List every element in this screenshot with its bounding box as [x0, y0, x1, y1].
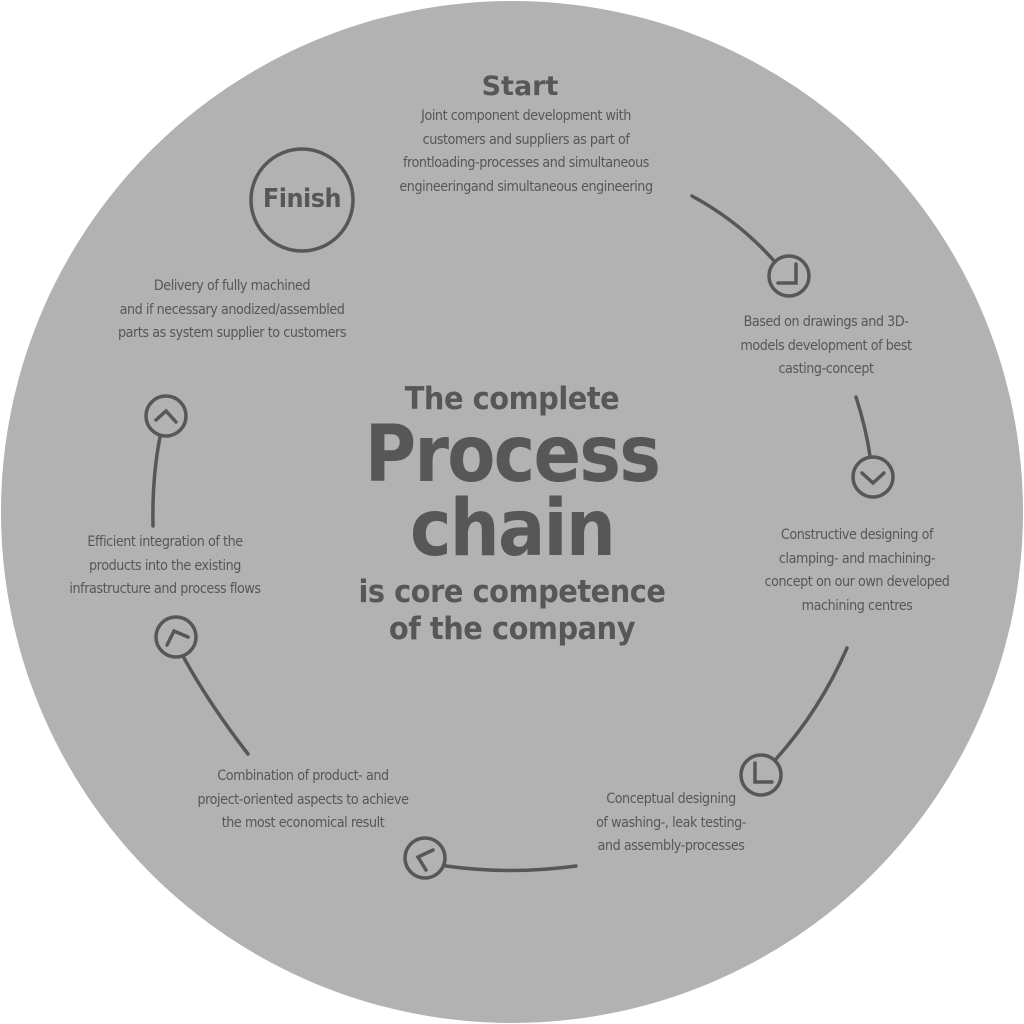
chevron-down-icon	[851, 455, 895, 499]
step-5-description: Efficient integration of the products in…	[29, 531, 302, 602]
chevron-up-icon	[144, 394, 188, 438]
step-2-line-1: Constructive designing of	[780, 527, 934, 543]
center-title-line-4: is core competence	[358, 574, 666, 610]
step-5-line-2: products into the existing	[89, 557, 241, 574]
start-title: Start	[481, 71, 559, 102]
step-4-line-1: Combination of product- and	[217, 768, 389, 784]
center-title: The complete Process chain is core compe…	[312, 378, 712, 648]
finish-label: Finish	[262, 184, 342, 214]
step-1-line-1: Based on drawings and 3D-	[743, 314, 909, 330]
step-5-line-1: Efficient integration of the	[87, 534, 243, 550]
chevron-left-icon	[403, 836, 447, 880]
step-3-line-2: of washing-, leak testing-	[596, 814, 746, 831]
connector-step5-to-step6	[151, 435, 162, 528]
start-line-3: frontloading-processes and simultaneous	[402, 155, 650, 171]
step-3-description: Conceptual designing of washing-, leak t…	[552, 788, 790, 859]
start-description: Joint component development with custome…	[368, 105, 685, 199]
step-2-description: Constructive designing of clamping- and …	[729, 524, 984, 618]
connector-start-to-step1	[690, 194, 777, 264]
center-title-line-3: chain	[409, 484, 616, 574]
step-2-line-3: concept on our own developed	[764, 574, 950, 590]
step-4-line-3: the most economical result	[221, 815, 385, 831]
connector-step4-to-step5	[182, 656, 250, 756]
step-6-line-2: and if necessary anodized/assembled	[119, 301, 345, 318]
center-title-line-2: Process	[364, 410, 661, 500]
step-6-description: Delivery of fully machined and if necess…	[91, 275, 373, 346]
connector-step3-to-step4	[444, 864, 578, 873]
step-3-line-1: Conceptual designing	[606, 791, 736, 807]
connector-step1-to-step2	[854, 395, 872, 458]
clock-hand-l-icon	[739, 753, 783, 797]
step-5-line-3: infrastructure and process flows	[69, 581, 261, 597]
step-2-line-2: clamping- and machining-	[778, 550, 936, 567]
step-3-line-3: and assembly-processes	[597, 838, 745, 854]
center-title-line-1: The complete	[404, 381, 620, 417]
clock-hand-down-left-icon	[767, 254, 811, 298]
start-line-1: Joint component development with	[421, 108, 631, 124]
step-1-line-3: casting-concept	[778, 361, 874, 377]
center-title-line-5: of the company	[388, 611, 636, 647]
start-line-4: engineeringand simultaneous engineering	[399, 178, 653, 195]
step-4-description: Combination of product- and project-orie…	[162, 765, 444, 836]
finish-ring	[249, 147, 355, 253]
step-6-line-3: parts as system supplier to customers	[117, 325, 347, 341]
step-6-line-1: Delivery of fully machined	[153, 278, 311, 294]
chevron-up-left-icon	[154, 615, 198, 659]
connector-step2-to-step3	[774, 646, 849, 761]
step-4-line-2: project-oriented aspects to achieve	[197, 791, 409, 808]
start-line-2: customers and suppliers as part of	[422, 131, 630, 148]
step-1-description: Based on drawings and 3D- models develop…	[703, 311, 949, 382]
step-2-line-4: machining centres	[801, 597, 913, 614]
step-1-line-2: models development of best	[740, 337, 912, 354]
